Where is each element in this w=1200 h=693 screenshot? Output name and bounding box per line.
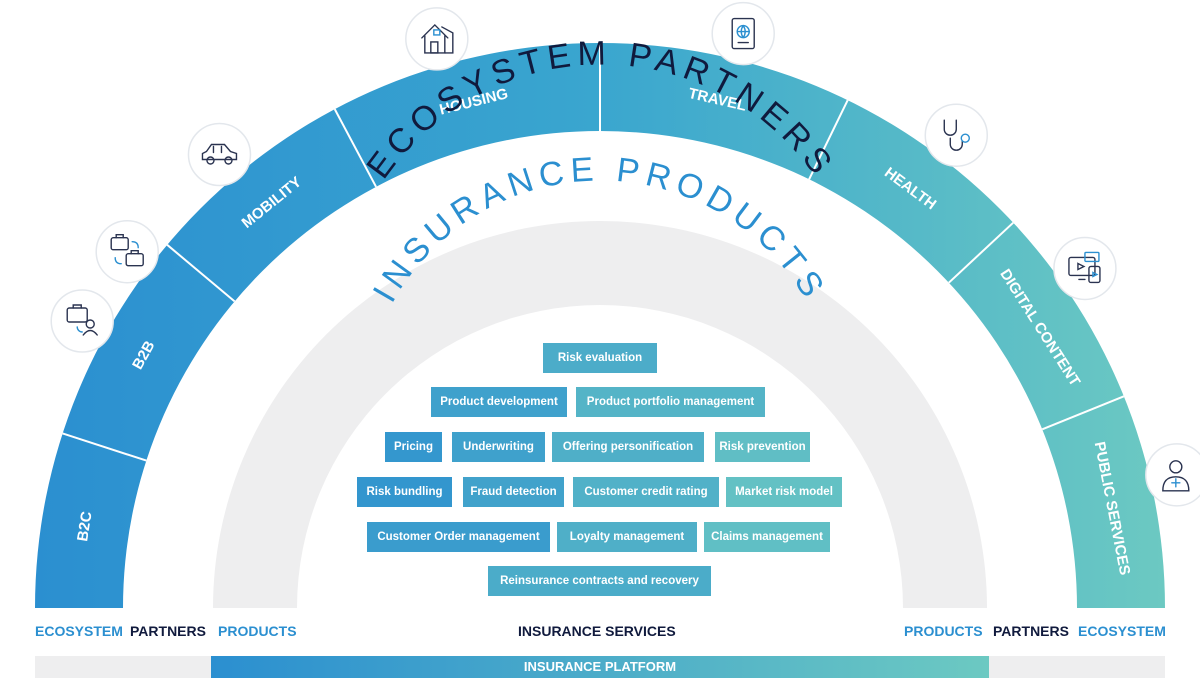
insurance-services-label: INSURANCE SERVICES — [518, 623, 676, 639]
right-ecosystem-label: ECOSYSTEM — [1078, 623, 1166, 639]
left-partners-label: PARTNERS — [130, 623, 206, 639]
passport-icon — [711, 1, 775, 66]
service-claims-management: Claims management — [704, 522, 830, 552]
service-product-portfolio-management: Product portfolio management — [576, 387, 765, 417]
products-arc — [213, 221, 987, 608]
service-fraud-detection: Fraud detection — [463, 477, 564, 507]
segment-divider — [1041, 395, 1125, 431]
service-market-risk-model: Market risk model — [726, 477, 842, 507]
insurance-platform-label: INSURANCE PLATFORM — [523, 659, 677, 674]
service-customer-order-management: Customer Order management — [367, 522, 550, 552]
service-reinsurance-contracts-and-recovery: Reinsurance contracts and recovery — [488, 566, 711, 596]
segment-divider — [948, 221, 1014, 284]
service-offering-personification: Offering personification — [552, 432, 704, 462]
media-devices-icon — [1053, 236, 1117, 301]
left-grey-bar — [35, 656, 211, 678]
briefcases-exchange-icon — [95, 219, 159, 284]
service-loyalty-management: Loyalty management — [557, 522, 697, 552]
service-risk-evaluation: Risk evaluation — [543, 343, 657, 373]
right-products-label: PRODUCTS — [904, 623, 983, 639]
segment-divider — [62, 432, 147, 462]
car-icon — [187, 122, 252, 187]
left-products-label: PRODUCTS — [218, 623, 297, 639]
person-medical-icon — [1145, 443, 1200, 507]
service-risk-prevention: Risk prevention — [715, 432, 810, 462]
insurance-platform-bar: INSURANCE PLATFORM — [211, 656, 989, 678]
left-ecosystem-label: ECOSYSTEM — [35, 623, 123, 639]
service-risk-bundling: Risk bundling — [357, 477, 452, 507]
segment-label-b2c: B2C — [74, 510, 96, 542]
segment-divider — [333, 108, 377, 188]
right-partners-label: PARTNERS — [993, 623, 1069, 639]
service-underwriting: Underwriting — [452, 432, 545, 462]
segment-divider — [808, 99, 849, 180]
right-grey-bar — [989, 656, 1165, 678]
ecosystem-arc — [35, 43, 1165, 608]
service-pricing: Pricing — [385, 432, 442, 462]
segment-divider — [166, 244, 236, 303]
house-icon — [405, 7, 469, 71]
service-customer-credit-rating: Customer credit rating — [573, 477, 719, 507]
service-product-development: Product development — [431, 387, 567, 417]
briefcase-person-icon — [50, 289, 114, 353]
stethoscope-icon — [924, 103, 989, 167]
